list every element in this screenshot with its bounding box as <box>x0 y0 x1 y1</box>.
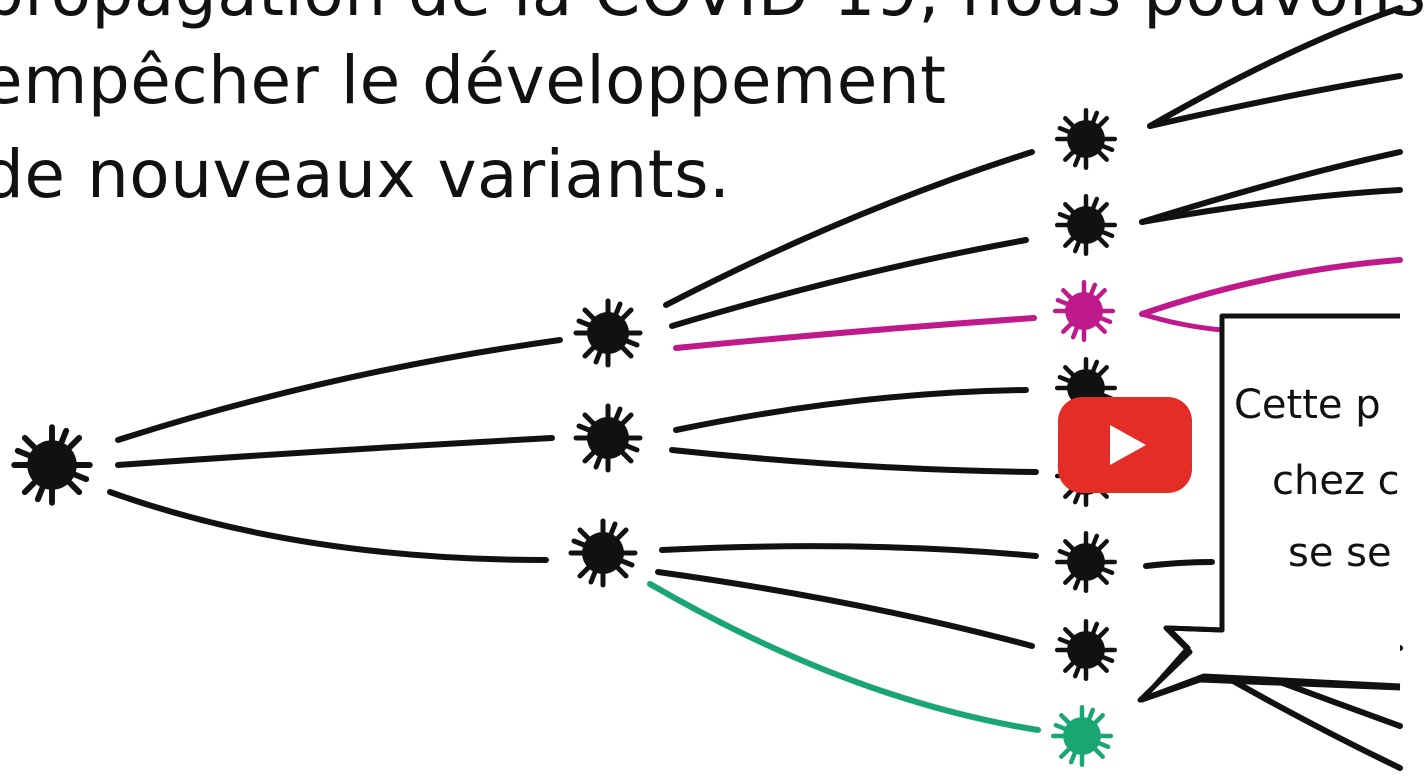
virus-icon <box>1057 533 1115 591</box>
video-play-button[interactable] <box>1058 397 1192 493</box>
branch-line <box>669 237 1029 329</box>
branch-line <box>1139 149 1403 225</box>
branch-line <box>1147 73 1403 129</box>
heading-line-2: empêcher le développement <box>0 42 947 119</box>
branch-line <box>107 489 549 563</box>
virus-icon <box>1055 282 1113 340</box>
virus-icon <box>1057 196 1115 254</box>
branch-line-magenta <box>673 315 1037 351</box>
branch-line <box>1139 187 1403 225</box>
speech-bubble-fill <box>1222 318 1400 686</box>
callout-line-3: se se <box>1288 530 1392 576</box>
virus-icon <box>1057 621 1115 679</box>
branch-line <box>669 447 1039 475</box>
virus-icon <box>576 406 640 470</box>
virus-icon <box>1053 707 1111 765</box>
branch-line <box>659 543 1039 559</box>
callout-line-2: chez c <box>1272 458 1400 504</box>
callout-line-1: Cette p <box>1234 382 1381 428</box>
branch-line-magenta <box>1139 311 1225 333</box>
branch-line-magenta <box>1139 257 1403 317</box>
branch-line <box>655 569 1035 649</box>
heading-line-3: de nouveaux variants. <box>0 136 731 213</box>
branch-line <box>115 435 555 468</box>
branch-line <box>1143 559 1215 569</box>
heading-line-1: propagation de la COVID-19, nous pouvons <box>0 0 1427 31</box>
branch-line <box>115 337 563 443</box>
virus-icon <box>14 427 90 503</box>
branch-line-green <box>647 581 1041 733</box>
speech-bubble-outline <box>1137 313 1401 703</box>
virus-icon <box>576 301 640 365</box>
virus-icon <box>1057 110 1115 168</box>
play-icon <box>1110 425 1146 465</box>
virus-icon <box>571 521 635 585</box>
branch-line <box>663 149 1035 308</box>
branch-line <box>673 387 1029 433</box>
branch-line <box>1147 5 1403 129</box>
